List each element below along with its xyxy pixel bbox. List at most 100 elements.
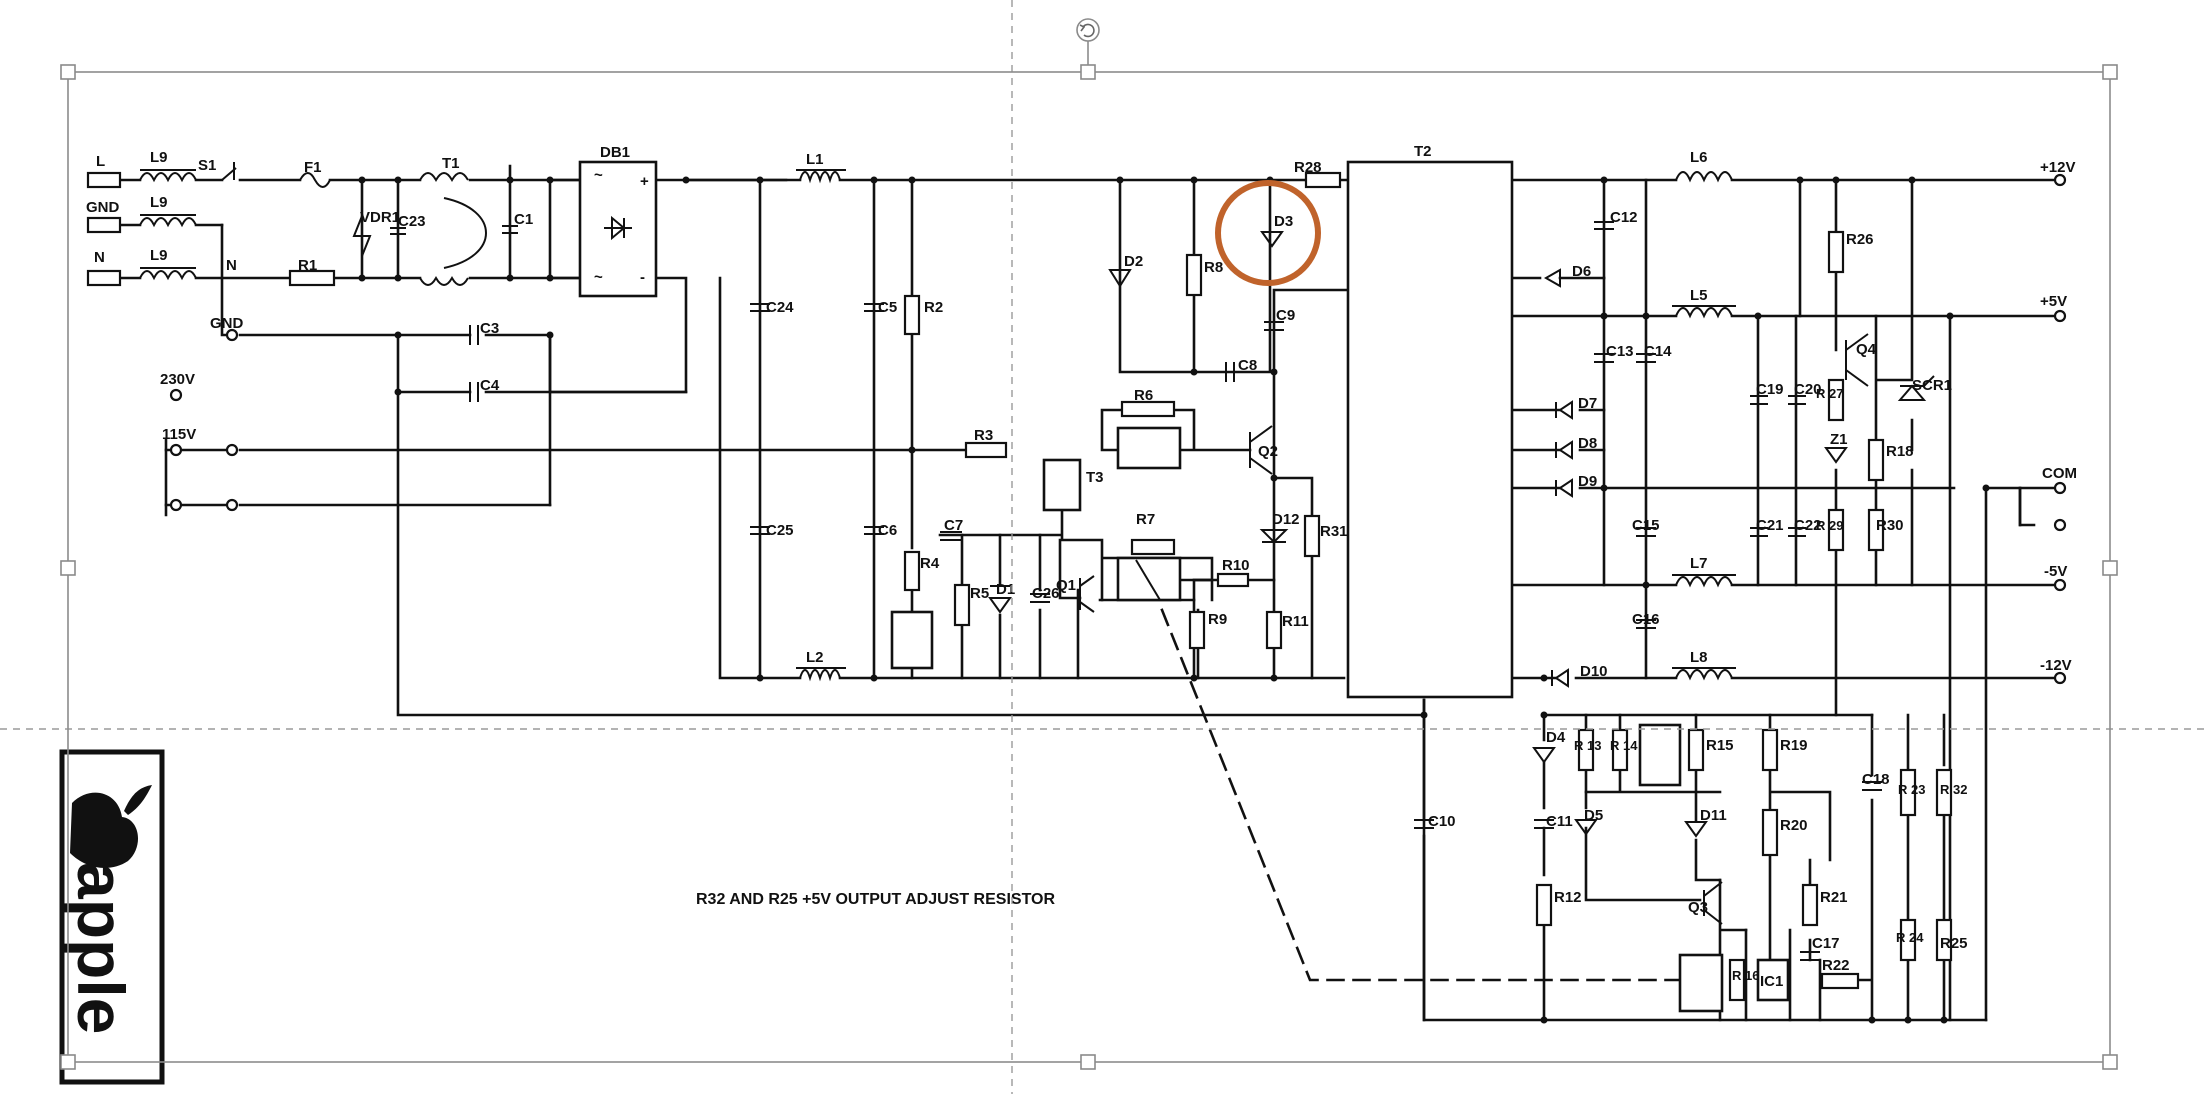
label-c13: C13: [1606, 343, 1634, 360]
label-r22: R22: [1822, 957, 1850, 974]
svg-text:+: +: [640, 173, 649, 190]
label-l9a: L9: [150, 149, 168, 166]
label-l7: L7: [1690, 555, 1708, 572]
label-r12: R12: [1554, 889, 1582, 906]
label-r15: R15: [1706, 737, 1734, 754]
label-n-switch: N: [226, 257, 237, 274]
label-c11: C11: [1546, 813, 1573, 830]
label-c3: C3: [480, 320, 499, 337]
label-ic1: IC1: [1760, 973, 1783, 990]
label-c5: C5: [878, 299, 897, 316]
resize-handle-top-left[interactable]: [60, 64, 76, 80]
label-c10: C10: [1428, 813, 1456, 830]
label-r23: R 23: [1898, 782, 1925, 797]
label-d2: D2: [1124, 253, 1143, 270]
resize-handle-bottom-left[interactable]: [60, 1054, 76, 1070]
label-r31: R31: [1320, 523, 1348, 540]
label-q1: Q1: [1056, 577, 1076, 594]
label-r4: R4: [920, 555, 940, 572]
label-r5: R5: [970, 585, 989, 602]
label-c8: C8: [1238, 357, 1257, 374]
label-c19: C19: [1756, 381, 1784, 398]
label-gnd: GND: [86, 199, 120, 216]
label-r3: R3: [974, 427, 993, 444]
label-c9: C9: [1276, 307, 1295, 324]
labels: L GND N L9 L9 L9 S1 N GND F1 VDR1 C23 T1…: [86, 143, 2077, 990]
output-com: COM: [2042, 465, 2077, 482]
label-c6: C6: [878, 522, 897, 539]
output-p5v: +5V: [2040, 293, 2067, 310]
feedback-dashed-line: [1160, 608, 1688, 982]
label-r16: R 16: [1732, 968, 1759, 983]
resize-handle-bottom[interactable]: [1080, 1054, 1096, 1070]
label-c12: C12: [1610, 209, 1638, 226]
label-r8: R8: [1204, 259, 1223, 276]
label-230v: 230V: [160, 371, 195, 388]
label-r1: R1: [298, 257, 317, 274]
label-l5: L5: [1690, 287, 1708, 304]
resize-handle-top-right[interactable]: [2102, 64, 2118, 80]
label-r25: R25: [1940, 935, 1968, 952]
label-c16: C16: [1632, 611, 1660, 628]
label-r7: R7: [1136, 511, 1155, 528]
adjust-resistor-note: R32 AND R25 +5V OUTPUT ADJUST RESISTOR: [696, 891, 1055, 908]
label-z1: Z1: [1830, 431, 1848, 448]
label-q2: Q2: [1258, 443, 1278, 460]
label-r18: R18: [1886, 443, 1914, 460]
label-r32: R 32: [1940, 782, 1967, 797]
resize-handle-right[interactable]: [2102, 560, 2118, 576]
label-r11: R11: [1282, 613, 1309, 630]
label-vdr1: VDR1: [360, 209, 400, 226]
resize-handle-bottom-right[interactable]: [2102, 1054, 2118, 1070]
label-c1: C1: [514, 211, 533, 228]
label-c7: C7: [944, 517, 963, 534]
label-l1: L1: [806, 151, 824, 168]
label-l: L: [96, 153, 105, 170]
label-t1: T1: [442, 155, 460, 172]
resize-handle-top[interactable]: [1080, 64, 1096, 80]
label-c26: C26: [1032, 585, 1060, 602]
label-d4: D4: [1546, 729, 1566, 746]
rotate-handle[interactable]: [1076, 18, 1100, 42]
label-q4: Q4: [1856, 341, 1877, 358]
apple-logo-icon: [70, 785, 152, 868]
component-symbols: ~~ +-: [86, 160, 2067, 1013]
apple-logo-block: apple: [59, 749, 165, 1085]
label-c17: C17: [1812, 935, 1840, 952]
label-c21: C21: [1756, 517, 1784, 534]
label-db1: DB1: [600, 144, 630, 161]
label-d9: D9: [1578, 473, 1597, 490]
label-gnd-input: GND: [210, 315, 244, 332]
label-r26: R26: [1846, 231, 1874, 248]
highlight-circle: [1215, 180, 1321, 286]
label-f1: F1: [304, 159, 322, 176]
svg-text:~: ~: [594, 269, 603, 286]
label-d5: D5: [1584, 807, 1603, 824]
label-c15: C15: [1632, 517, 1660, 534]
label-c4: C4: [480, 377, 500, 394]
label-r28: R28: [1294, 159, 1322, 176]
label-d1: D1: [996, 581, 1015, 598]
apple-logo-text: apple: [64, 862, 138, 1034]
label-c24: C24: [766, 299, 794, 316]
label-c22: C22: [1794, 517, 1822, 534]
resize-handle-left[interactable]: [60, 560, 76, 576]
label-d8: D8: [1578, 435, 1597, 452]
label-r30: R30: [1876, 517, 1904, 534]
label-c25: C25: [766, 522, 794, 539]
output-p12v: +12V: [2040, 159, 2075, 176]
output-m12v: -12V: [2040, 657, 2072, 674]
label-r13: R 13: [1574, 738, 1601, 753]
label-r20: R20: [1780, 817, 1808, 834]
label-r27: R 27: [1816, 386, 1843, 401]
label-d3: D3: [1274, 213, 1293, 230]
label-t2: T2: [1414, 143, 1432, 160]
label-r14: R 14: [1610, 738, 1638, 753]
label-d6: D6: [1572, 263, 1591, 280]
label-l9b: L9: [150, 194, 168, 211]
label-r6: R6: [1134, 387, 1153, 404]
label-c14: C14: [1644, 343, 1672, 360]
label-c23: C23: [398, 213, 426, 230]
label-r21: R21: [1820, 889, 1848, 906]
